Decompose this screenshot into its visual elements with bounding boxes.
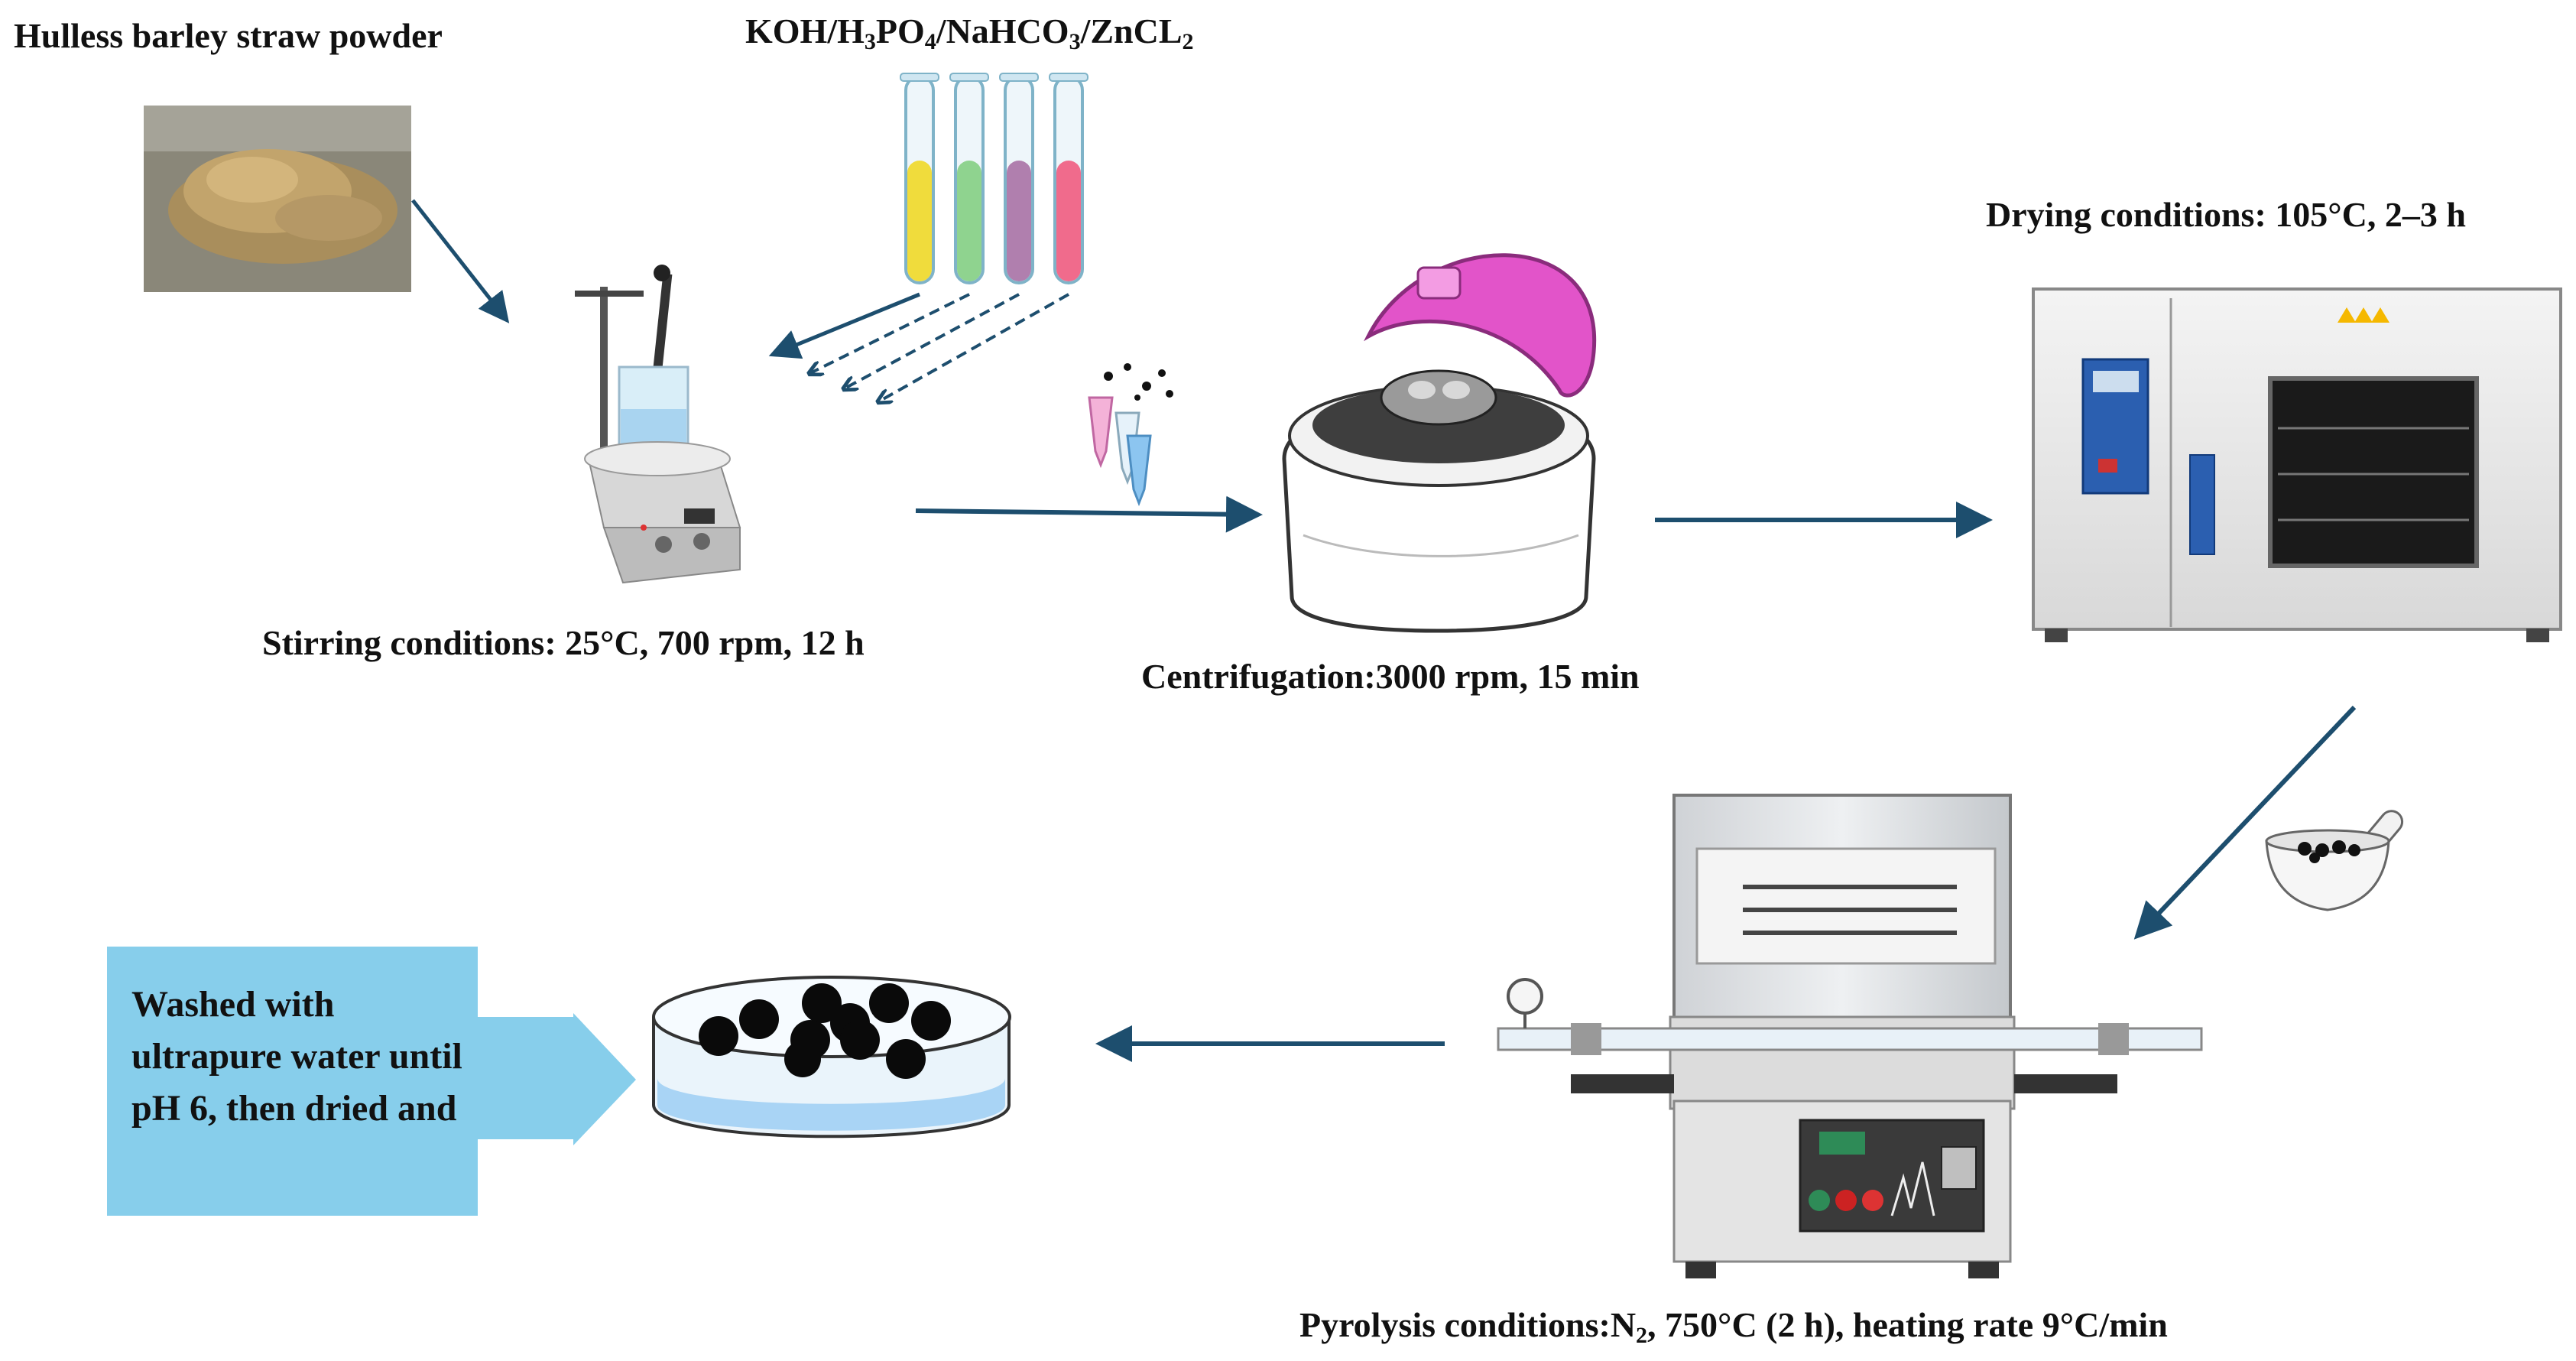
drying-oven-icon [2032,287,2562,642]
arrow-reagent-4 [879,293,1069,401]
microtubes-icon [1088,363,1173,507]
reagents-label: KOH/H3PO4/NaHCO3/ZnCL2 [745,11,1194,54]
washing-step-box: Washed with ultrapure water until pH 6, … [107,947,478,1216]
arrow-reagent-1 [768,292,920,359]
petri-dish-icon [652,976,1011,1138]
pyrolysis-label: Pyrolysis conditions:N2, 750°C (2 h), he… [1299,1305,2168,1348]
tube-furnace-icon [1497,794,2203,1278]
powder-label: Hulless barley straw powder [14,16,443,55]
test-tubes-icon [900,73,1088,284]
arrow-stirrer-to-centrifuge [915,495,1263,533]
washing-label: Washed with ultrapure water until pH 6, … [131,984,462,1129]
powder-photo [144,106,411,292]
stirring-label: Stirring conditions: 25°C, 700 rpm, 12 h [262,623,865,662]
drying-label: Drying conditions: 105°C, 2–3 h [1986,195,2466,234]
arrow-powder-to-stirrer [411,199,510,323]
arrow-oven-to-furnace [2133,705,2357,940]
centrifugation-label: Centrifugation:3000 rpm, 15 min [1141,657,1640,696]
arrow-reagent-3 [845,293,1020,388]
mortar-pestle-icon [2265,810,2404,911]
wash-block-arrow [478,1013,636,1145]
arrow-reagent-2 [810,293,970,373]
centrifuge-icon [1282,253,1597,633]
magnetic-stirrer-icon [575,265,741,584]
